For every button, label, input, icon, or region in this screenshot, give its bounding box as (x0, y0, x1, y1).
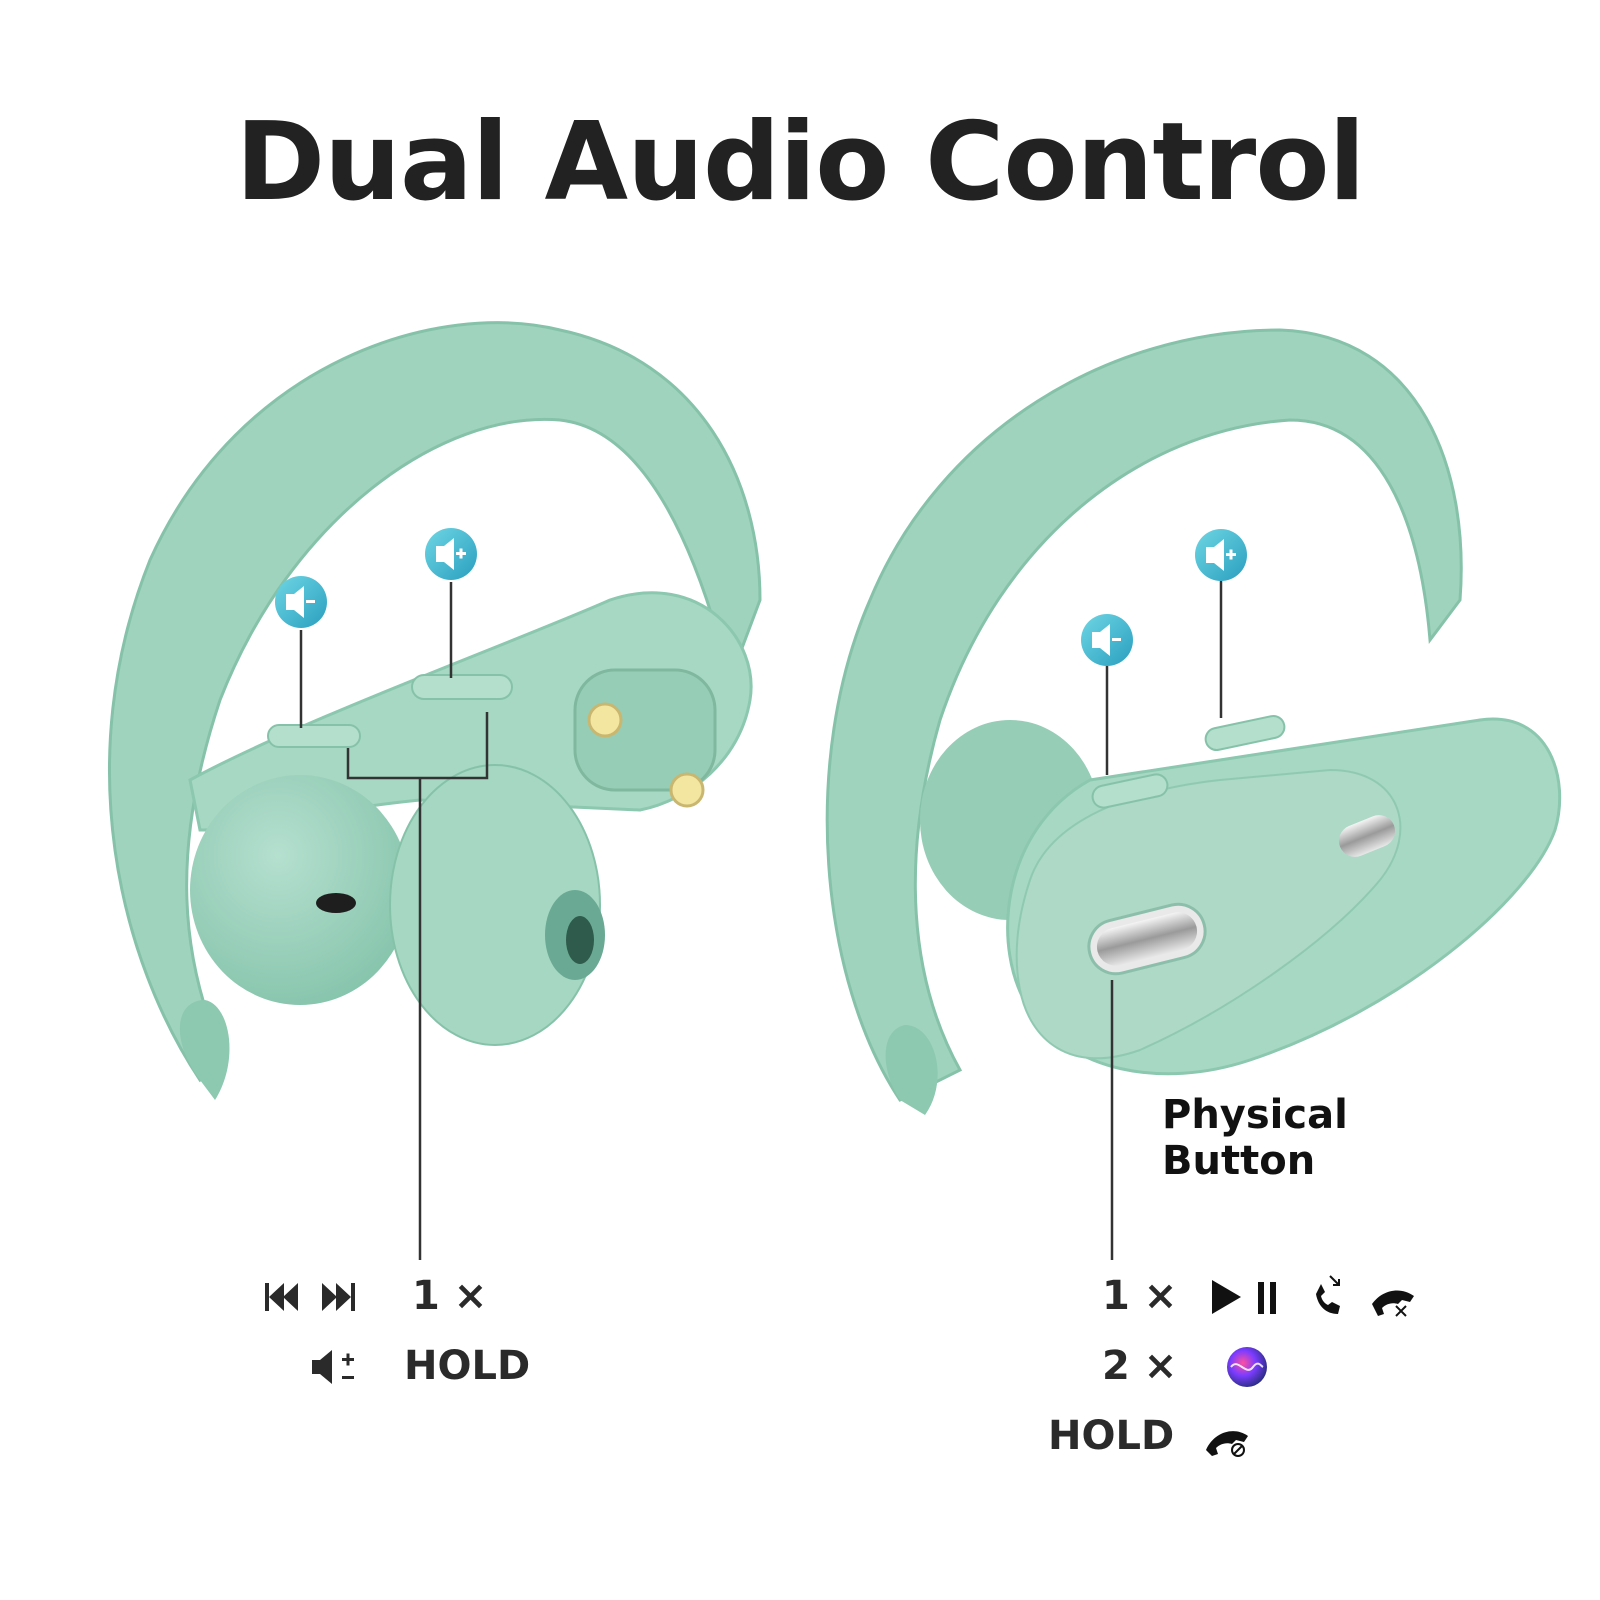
right-hook-tail (885, 1025, 938, 1115)
left-volume-down-badge (275, 576, 327, 628)
left-volume-up-badge (425, 528, 477, 580)
physical-button-callout: Physical Button (1162, 1092, 1348, 1184)
left-earbud (108, 321, 762, 1100)
right-mic-grille (1338, 815, 1396, 857)
left-vol-down-button (267, 724, 361, 748)
left-vol-up-button (411, 674, 513, 700)
left-single-press-label: 1 × (412, 1273, 488, 1319)
right-ear-hook (825, 328, 1463, 1102)
left-hold-label: HOLD (404, 1343, 531, 1389)
physical-button-line1: Physical (1162, 1092, 1348, 1138)
left-callout-lines (299, 582, 489, 1260)
pause-icon (1258, 1282, 1276, 1314)
page-title: Dual Audio Control (235, 100, 1365, 225)
play-icon (1212, 1280, 1241, 1314)
left-pin-2 (669, 772, 705, 808)
left-eartip-body (190, 775, 410, 1005)
left-sensor-slot (316, 893, 356, 913)
reject-call-icon (1372, 1290, 1414, 1317)
right-callout-lines (1105, 580, 1223, 1260)
right-vol-down-button (1091, 773, 1169, 809)
physical-button-line2: Button (1162, 1138, 1316, 1184)
left-pin-1 (587, 702, 623, 738)
end-call-icon (1206, 1431, 1248, 1457)
left-ear-hook (108, 321, 762, 1083)
next-track-icon (322, 1283, 355, 1311)
right-volume-up-badge (1195, 529, 1247, 581)
left-charging-pad (573, 668, 717, 792)
previous-track-icon (265, 1283, 298, 1311)
answer-call-icon (1316, 1275, 1340, 1314)
siri-icon (1227, 1347, 1267, 1387)
volume-plus-minus-icon (312, 1350, 354, 1384)
right-physical-button (1087, 902, 1207, 976)
right-earbud (825, 328, 1562, 1115)
left-eartip (389, 764, 601, 1046)
right-vol-up-button (1204, 714, 1286, 752)
right-double-press-label: 2 × (1102, 1343, 1178, 1389)
right-single-press-label: 1 × (1102, 1273, 1178, 1319)
right-hold-label: HOLD (1048, 1413, 1175, 1459)
right-volume-down-badge (1081, 614, 1133, 666)
left-hook-tail (179, 1000, 230, 1100)
